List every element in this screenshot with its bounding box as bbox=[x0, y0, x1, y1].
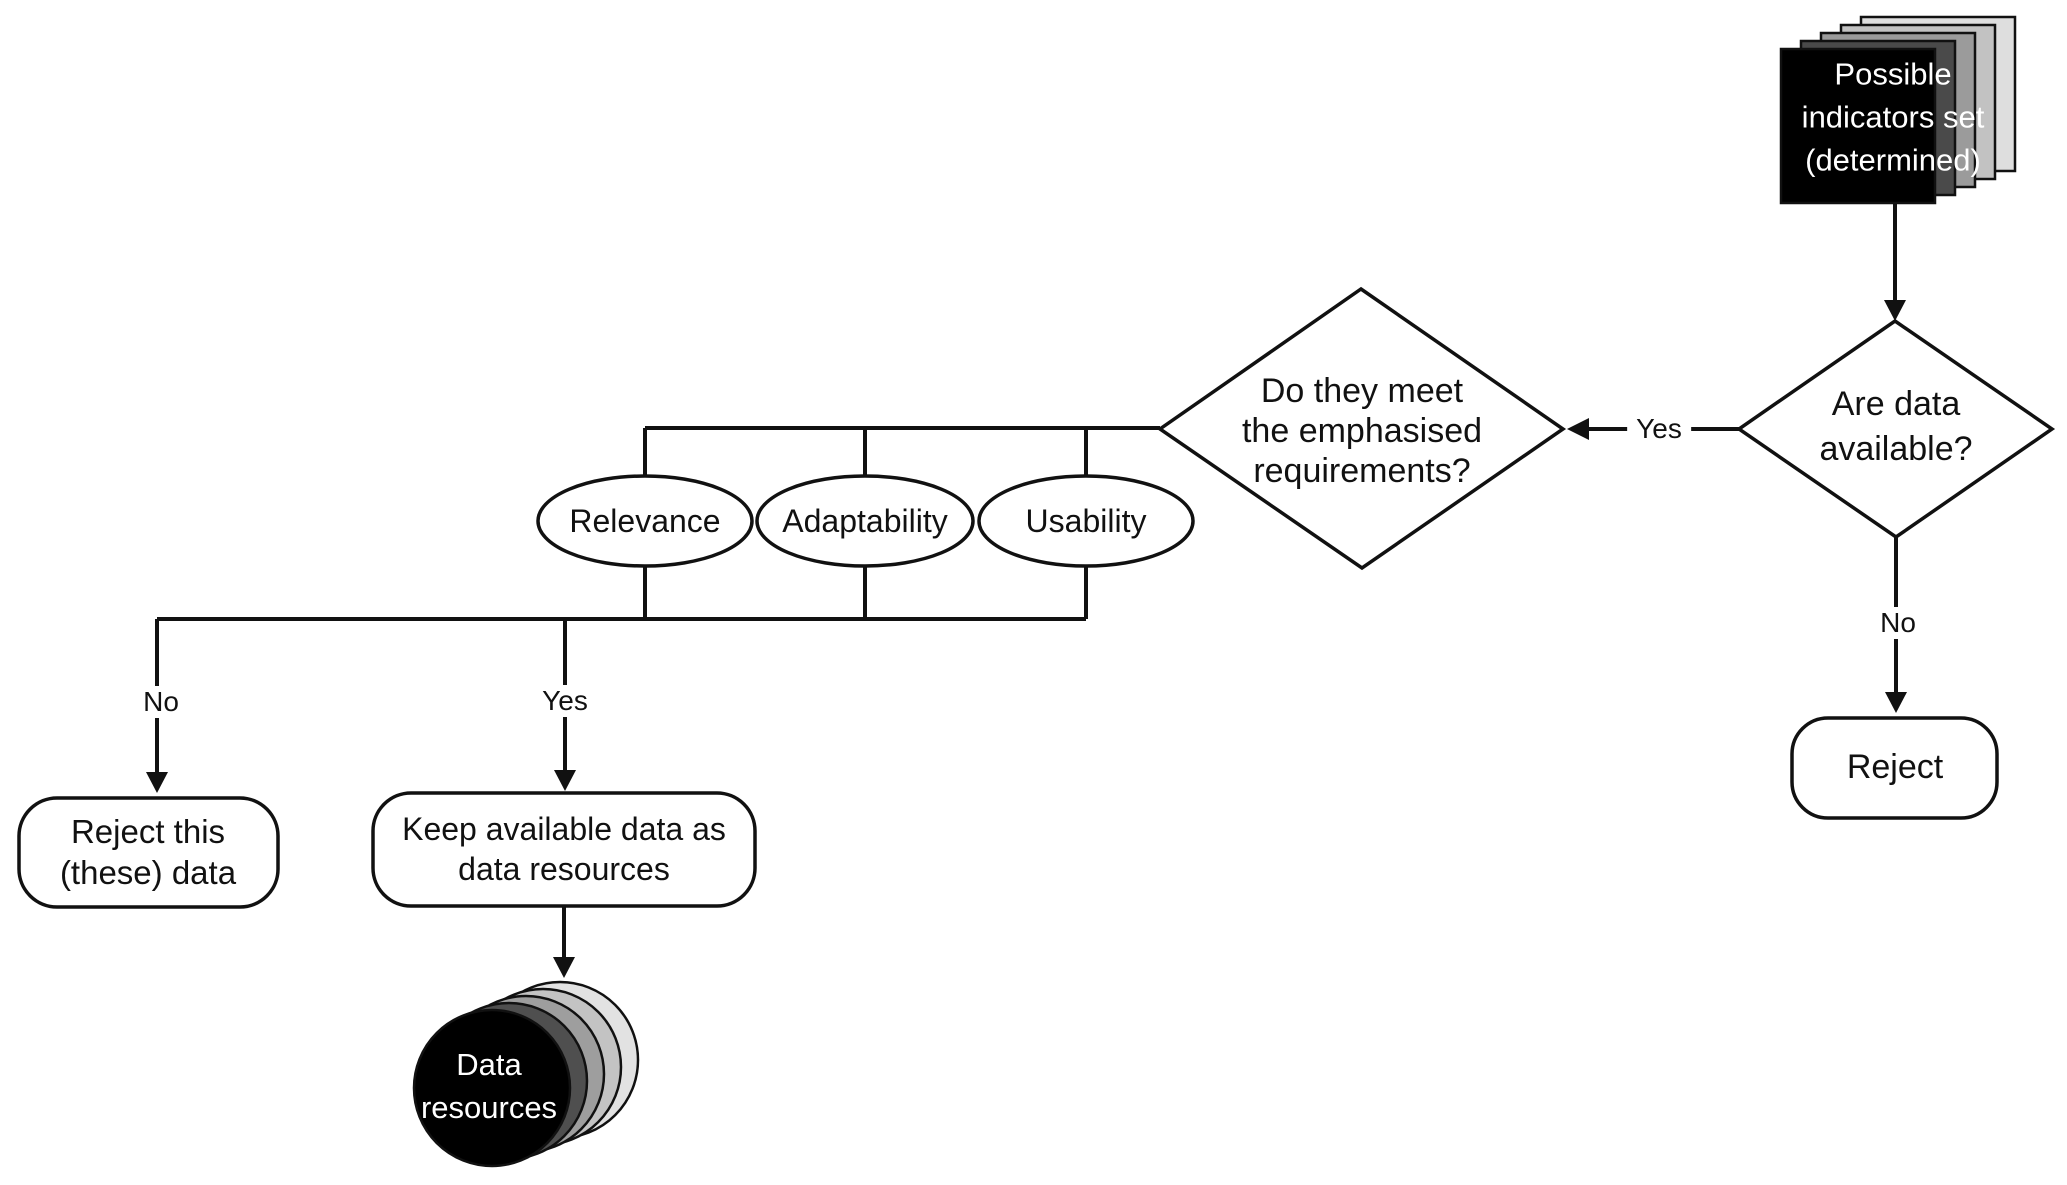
label-line: Data bbox=[456, 1047, 522, 1082]
arrowhead-down-icon bbox=[1885, 692, 1907, 713]
label-line: the emphasised bbox=[1241, 412, 1483, 450]
box-reject-these-label: Reject this (these) data bbox=[60, 811, 236, 893]
label-line: Are data bbox=[1831, 385, 1961, 423]
data-resources-label: Data resources bbox=[421, 1043, 557, 1129]
stack-front-square bbox=[1779, 47, 1937, 205]
arrowhead-down-icon bbox=[554, 770, 576, 791]
edge-label-yes-mid: Yes bbox=[533, 685, 597, 717]
box-keep-data-label: Keep available data as data resources bbox=[402, 809, 726, 889]
label-line: available? bbox=[1819, 430, 1973, 468]
label-line: Keep available data as bbox=[402, 811, 726, 847]
edge-label-yes-right: Yes bbox=[1627, 413, 1691, 445]
label-line: Possible bbox=[1834, 56, 1952, 92]
label-line: indicators set bbox=[1801, 99, 1985, 135]
label-line: data resources bbox=[458, 851, 670, 887]
data-resources-stack-shape bbox=[412, 980, 640, 1168]
ellipse-adaptability-label: Adaptability bbox=[782, 503, 948, 539]
label-line: Do they meet bbox=[1260, 372, 1464, 410]
ellipse-usability-label: Usability bbox=[1025, 503, 1147, 539]
box-reject-label: Reject bbox=[1846, 748, 1944, 786]
box-reject-these bbox=[17, 796, 280, 909]
arrowhead-down-icon bbox=[553, 957, 575, 978]
label-line: (these) data bbox=[59, 854, 237, 891]
diamond-meet-requirements-label: Do they meet the emphasised requirements… bbox=[1242, 371, 1482, 491]
label-line: Reject this bbox=[70, 813, 226, 850]
arrowhead-down-icon bbox=[146, 772, 168, 793]
indicators-stack-shape bbox=[1779, 15, 2017, 205]
edge-label-no-right: No bbox=[1871, 607, 1925, 639]
ellipse-relevance-label: Relevance bbox=[569, 503, 721, 539]
edge-label-no-left: No bbox=[134, 686, 188, 718]
indicators-stack-label: Possible indicators set (determined) bbox=[1802, 53, 1985, 182]
label-line: resources bbox=[420, 1090, 558, 1125]
circle-front bbox=[412, 1008, 572, 1168]
diamond-meet-requirements bbox=[1156, 286, 1567, 571]
arrowhead-left-icon bbox=[1567, 418, 1589, 440]
arrowhead-down-icon bbox=[1884, 300, 1906, 321]
box-reject bbox=[1790, 716, 1999, 820]
label-line: requirements? bbox=[1253, 452, 1471, 490]
label-line: (determined) bbox=[1805, 142, 1981, 178]
diamond-are-data-available-label: Are data available? bbox=[1819, 382, 1972, 472]
